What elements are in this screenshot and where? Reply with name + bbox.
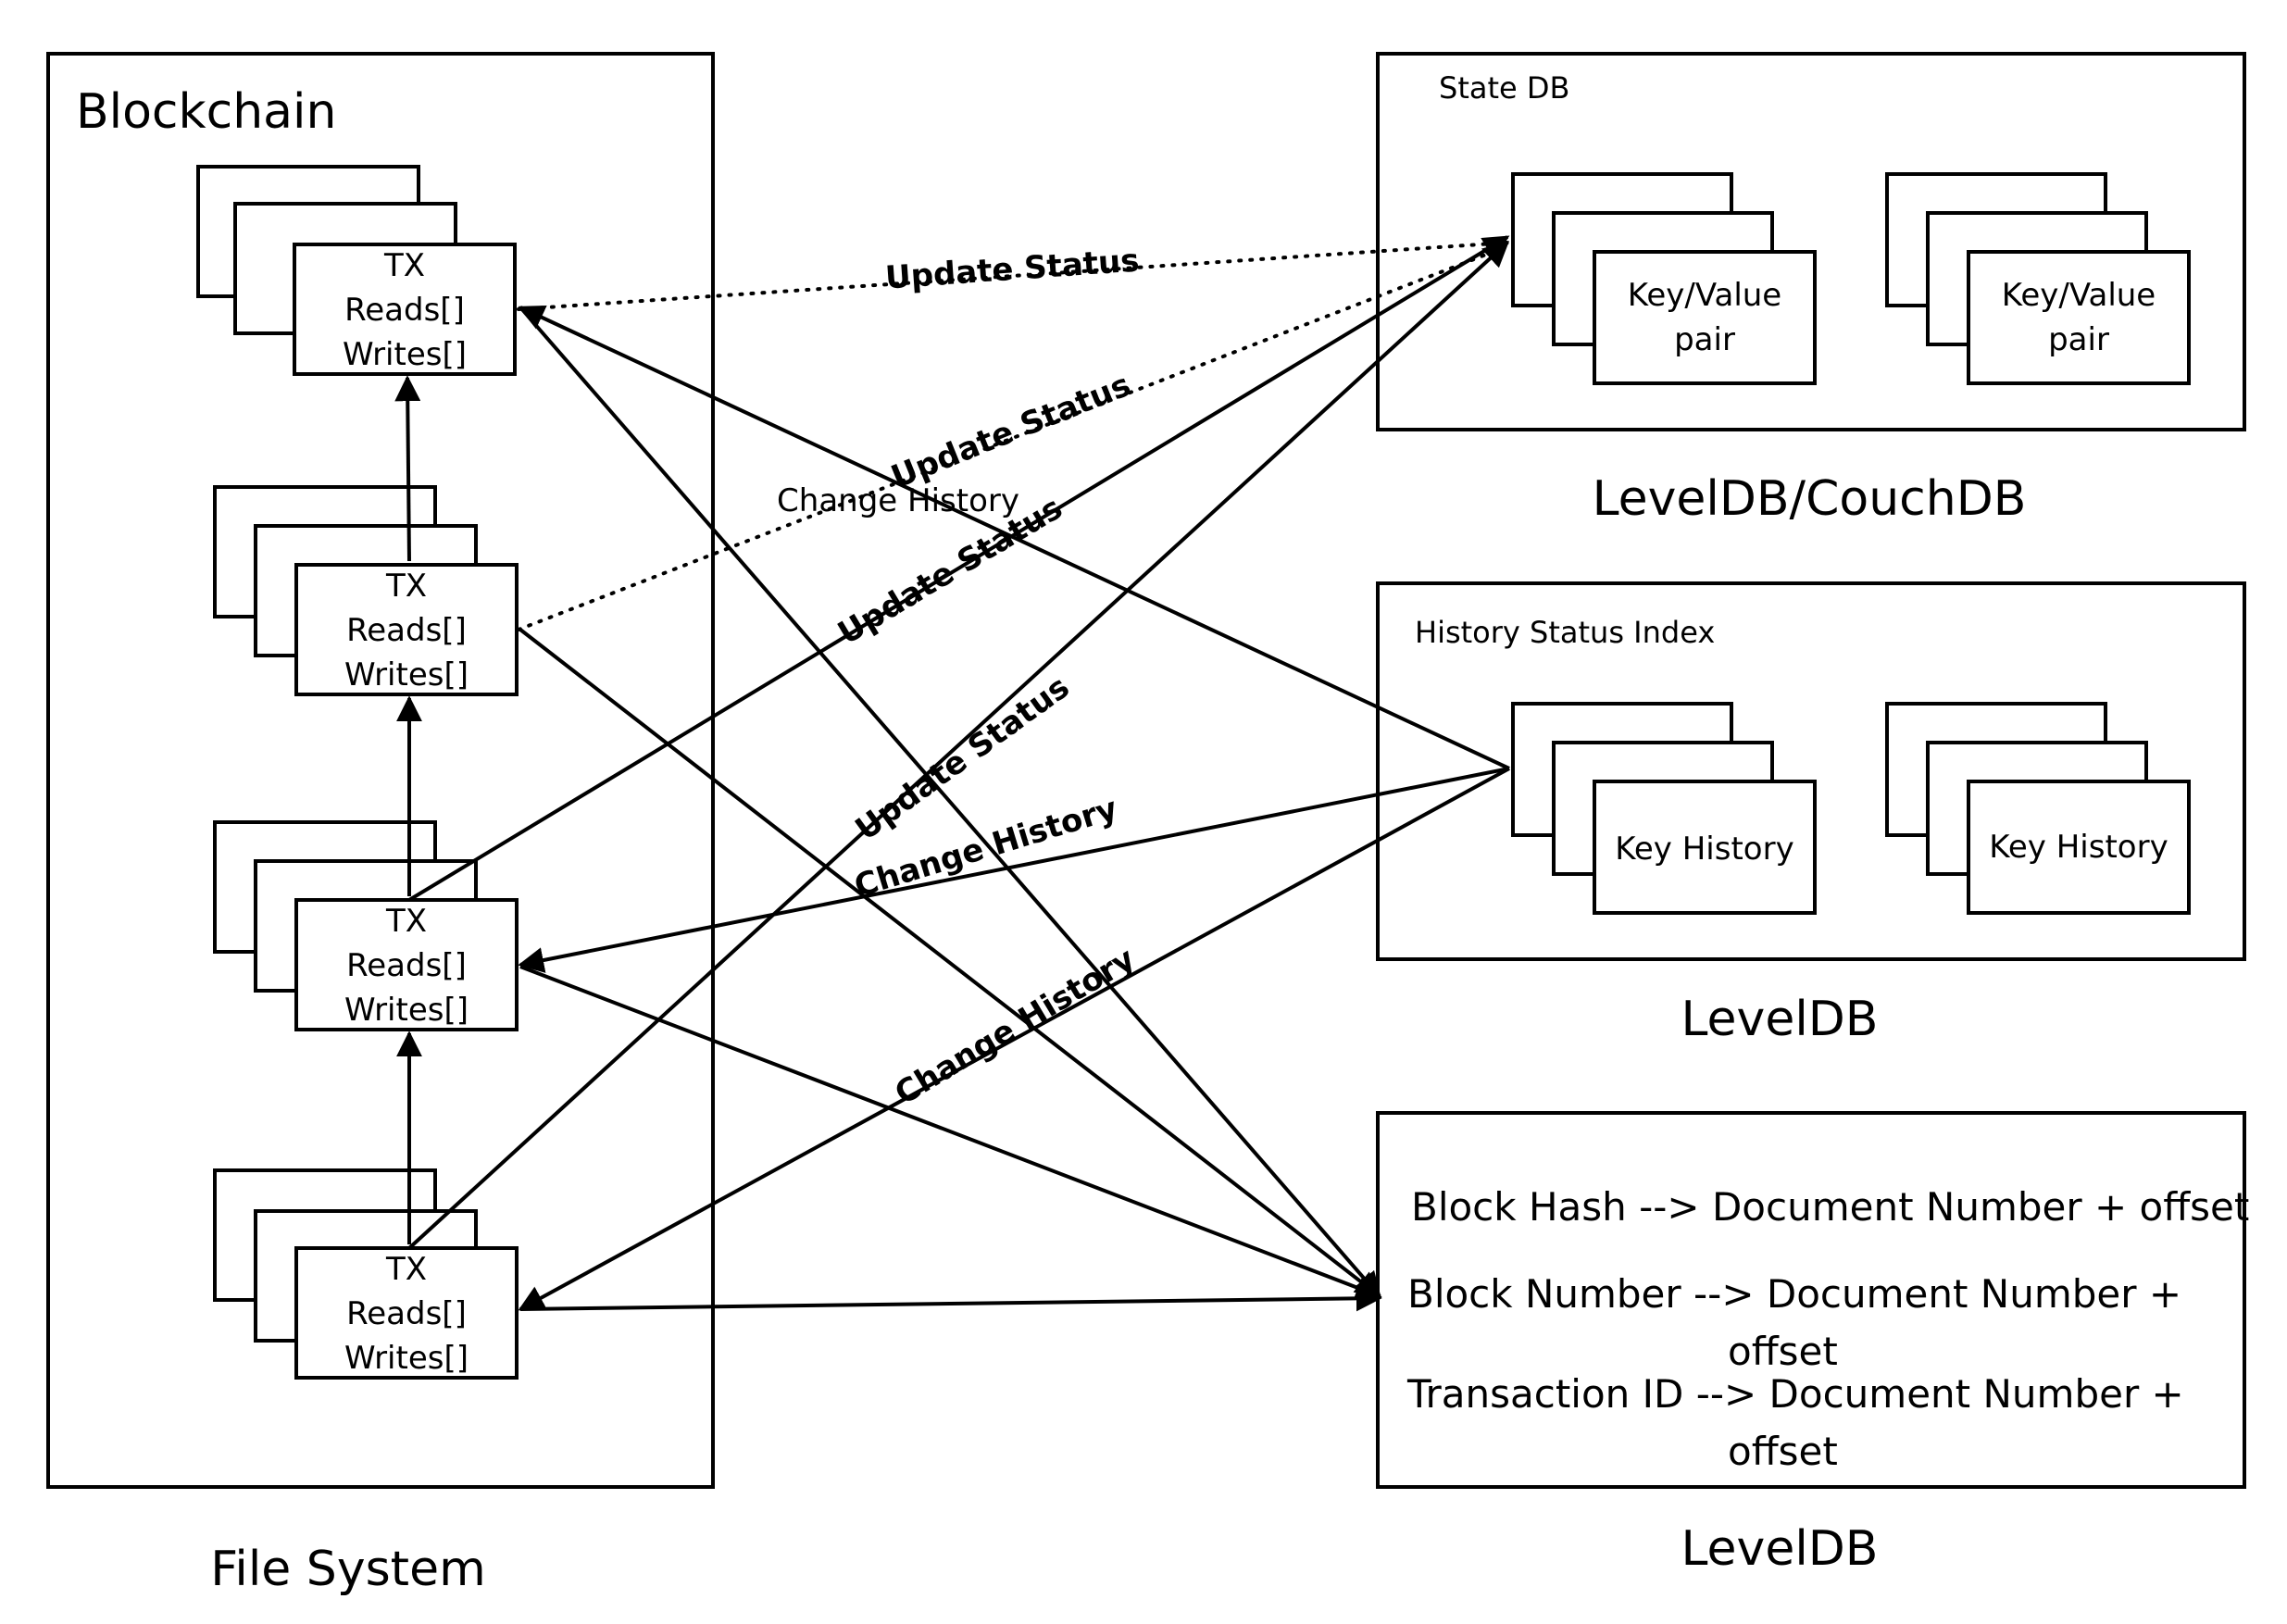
change-history-arrow [518, 767, 1510, 973]
update-status-label: Update Status [886, 367, 1136, 496]
tx-label: TX [385, 903, 427, 940]
change-history-arrow [518, 305, 1510, 770]
history-index-caption: LevelDB [1681, 992, 1879, 1047]
tx-writes: Writes[] [343, 336, 467, 373]
block-index-arrow [519, 965, 1382, 1301]
block-index-arrow [519, 628, 1382, 1298]
key-value-label: pair [1674, 321, 1735, 358]
block-index-caption: LevelDB [1681, 1521, 1879, 1577]
block-index-arrow [519, 306, 1381, 1299]
key-value-stack: Key/Value pair [1885, 172, 2191, 385]
state-db-title: State DB [1439, 70, 1569, 106]
block-index-container [1376, 1111, 2246, 1489]
tx-reads: Reads[] [346, 612, 467, 649]
update-status-dotted-line [517, 244, 1509, 631]
file-system-caption: File System [210, 1542, 485, 1597]
tx-card [294, 563, 519, 696]
tx-label: TX [383, 247, 425, 284]
tx-stack: TX Reads[] Writes[] [213, 1168, 519, 1380]
update-status-dotted-line [517, 241, 1509, 311]
tx-stack: TX Reads[] Writes[] [196, 165, 517, 376]
tx-label: TX [385, 1251, 427, 1288]
tx-reads: Reads[] [344, 292, 465, 329]
transaction-id-line-cont: offset [1728, 1429, 1838, 1474]
tx-reads: Reads[] [346, 1295, 467, 1332]
key-history-label: Key History [1615, 831, 1793, 868]
tx-writes: Writes[] [344, 1340, 469, 1377]
key-history-card [1967, 780, 2191, 915]
tx-stack: TX Reads[] Writes[] [213, 820, 519, 1031]
key-history-stack: Key History [1885, 702, 2191, 915]
tx-card [293, 243, 517, 376]
key-value-stack: Key/Value pair [1511, 172, 1817, 385]
block-number-line: Block Number --> Document Number + [1407, 1271, 2181, 1317]
key-history-card [1593, 780, 1817, 915]
change-history-label: Change History [777, 482, 1019, 519]
key-history-label: Key History [1989, 829, 2168, 866]
update-status-arrow [407, 241, 1510, 1250]
key-value-label: Key/Value [1628, 277, 1781, 314]
tx-card [294, 898, 519, 1031]
block-number-line-cont: offset [1728, 1329, 1838, 1374]
block-hash-line: Block Hash --> Document Number + offset [1411, 1184, 2249, 1230]
change-history-label: Change History [889, 941, 1142, 1113]
chain-arrow [394, 375, 421, 562]
key-history-stack: Key History [1511, 702, 1817, 915]
tx-stack: TX Reads[] Writes[] [213, 485, 519, 696]
change-history-arrow [518, 767, 1510, 1311]
history-index-title: History Status Index [1415, 615, 1715, 650]
update-status-label: Update Status [884, 242, 1141, 296]
transaction-id-line: Transaction ID --> Document Number + [1406, 1371, 2184, 1417]
block-index-arrow [519, 1285, 1382, 1312]
tx-writes: Writes[] [344, 992, 469, 1029]
update-status-arrow [407, 235, 1510, 902]
key-value-card [1967, 250, 2191, 385]
tx-card [294, 1246, 519, 1380]
state-db-caption: LevelDB/CouchDB [1593, 471, 2027, 527]
tx-writes: Writes[] [344, 656, 469, 693]
tx-label: TX [385, 568, 427, 605]
key-value-label: pair [2048, 321, 2109, 358]
key-value-label: Key/Value [2002, 277, 2156, 314]
tx-reads: Reads[] [346, 947, 467, 984]
blockchain-title: Blockchain [76, 84, 336, 140]
key-value-card [1593, 250, 1817, 385]
